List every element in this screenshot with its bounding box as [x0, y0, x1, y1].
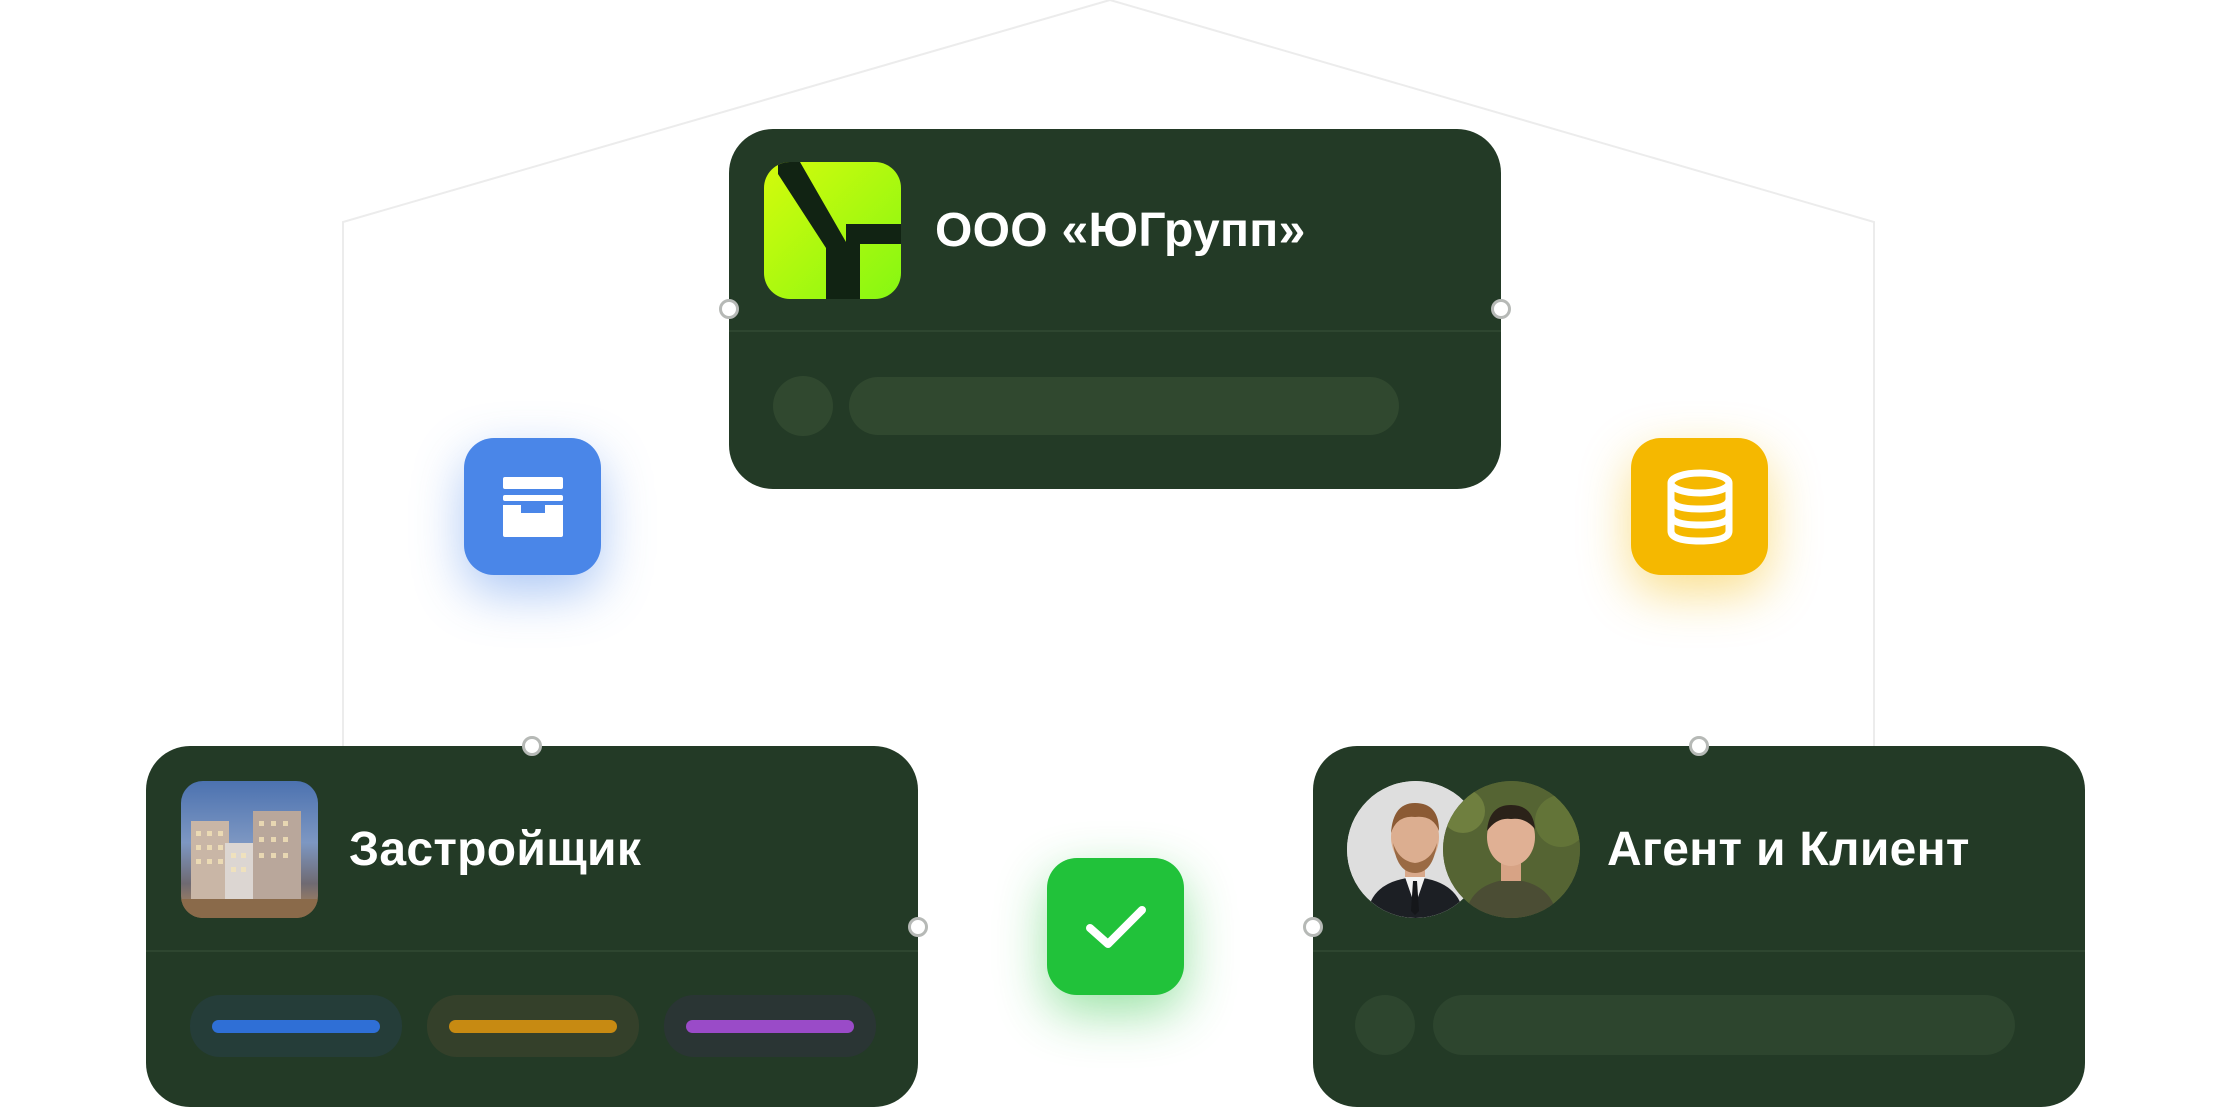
- connection-dot[interactable]: [719, 299, 739, 319]
- skeleton-avatar: [1355, 995, 1415, 1055]
- archive-box-icon[interactable]: [464, 438, 601, 575]
- skeleton-avatar: [773, 376, 833, 436]
- connection-dot[interactable]: [908, 917, 928, 937]
- database-icon[interactable]: [1631, 438, 1768, 575]
- building-photo-icon: [181, 781, 318, 918]
- connection-dot[interactable]: [1303, 917, 1323, 937]
- connection-dot[interactable]: [1689, 736, 1709, 756]
- company-card[interactable]: ООО «ЮГрупп»: [729, 129, 1501, 489]
- connection-dot[interactable]: [522, 736, 542, 756]
- checkmark-icon[interactable]: [1047, 858, 1184, 995]
- yugroup-logo-icon: [764, 162, 901, 299]
- connection-dot[interactable]: [1491, 299, 1511, 319]
- agent-client-card[interactable]: Агент и Клиент: [1313, 746, 2085, 1107]
- agent-client-title: Агент и Клиент: [1607, 823, 1970, 876]
- skeleton-bar: [849, 377, 1399, 435]
- client-avatar: [1443, 781, 1580, 918]
- company-title: ООО «ЮГрупп»: [935, 204, 1306, 257]
- skeleton-bar: [1433, 995, 2015, 1055]
- developer-card[interactable]: Застройщик: [146, 746, 918, 1107]
- tag-blue: [190, 995, 402, 1057]
- tag-yellow: [427, 995, 639, 1057]
- developer-title: Застройщик: [349, 823, 642, 876]
- tag-purple: [664, 995, 876, 1057]
